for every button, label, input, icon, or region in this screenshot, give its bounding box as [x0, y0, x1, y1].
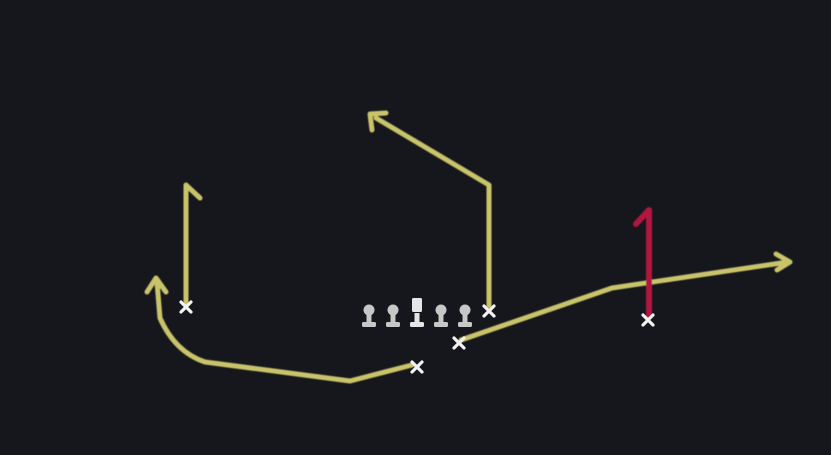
offensive-line — [362, 298, 472, 327]
route-te — [373, 115, 492, 309]
player-marker-rb — [410, 360, 424, 374]
player-markers — [179, 300, 655, 374]
route-flat-drag-arrowhead — [773, 251, 793, 273]
route-wr-right-highlight — [633, 207, 652, 319]
player-marker-wr-left — [179, 300, 193, 314]
player-marker-wr-right — [641, 313, 655, 327]
route-flat-drag — [458, 259, 791, 343]
lineman-figure — [458, 304, 472, 327]
center-figure — [410, 298, 424, 327]
route-rb-arrowhead — [144, 275, 169, 295]
lineman-figure — [386, 304, 400, 327]
lineman-figure — [434, 304, 448, 327]
route-wr-left — [183, 182, 203, 306]
lineman-figure — [362, 304, 376, 327]
route-te-arrowhead — [367, 110, 389, 133]
route-rb — [154, 279, 415, 384]
player-marker-qb — [452, 336, 466, 350]
player-marker-te — [482, 304, 496, 318]
